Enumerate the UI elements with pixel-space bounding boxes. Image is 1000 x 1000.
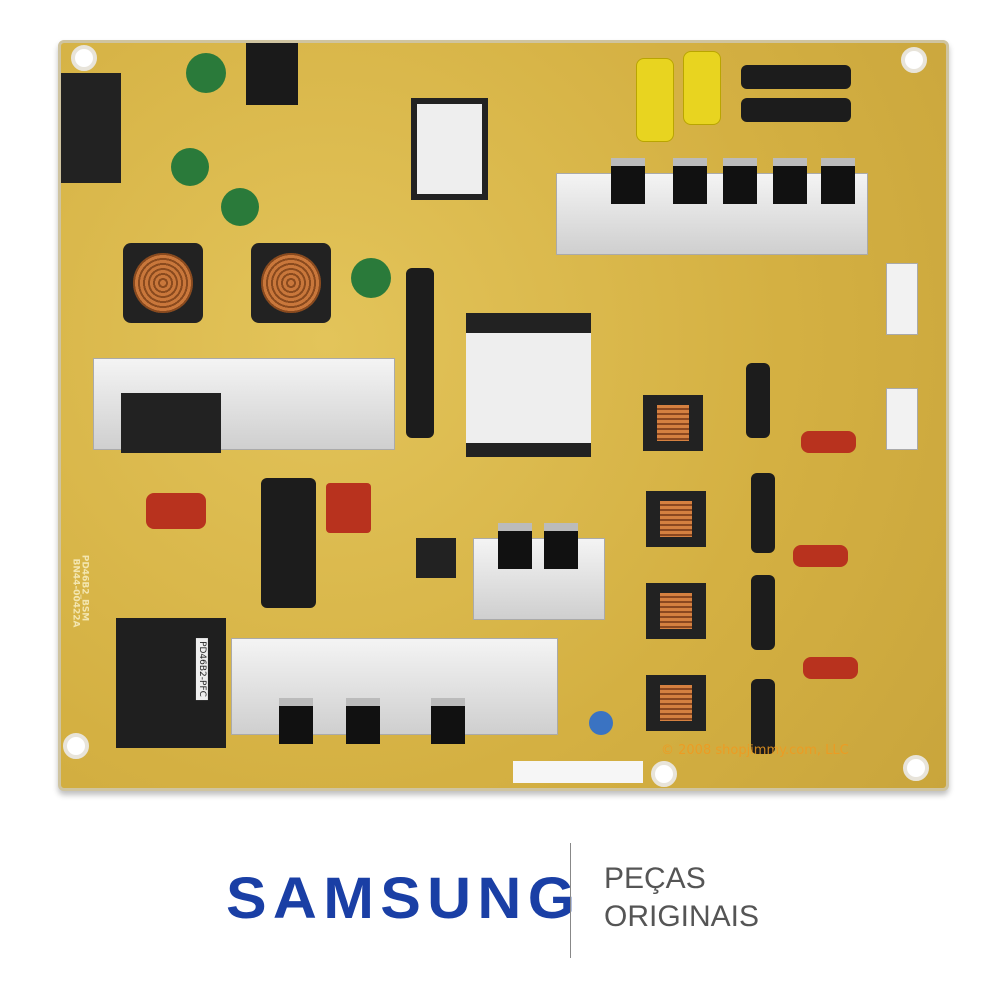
filter-choke: [123, 243, 203, 323]
model-marking: PD46B2_BSM: [79, 554, 90, 622]
divider: [570, 843, 571, 958]
watermark: © 2008 shopjimmy.com, LLC: [661, 743, 849, 758]
mounting-hole: [901, 47, 927, 73]
electrolytic-capacitor: [751, 679, 775, 754]
led-driver-transformer: [646, 491, 706, 547]
inductor: [416, 538, 456, 578]
standby-transformer: [411, 98, 488, 200]
heatsink: [473, 538, 605, 620]
bulk-capacitor: [261, 478, 316, 608]
film-capacitor: [793, 545, 848, 567]
caption-line-1: PEÇAS: [604, 862, 706, 895]
transistor: [431, 698, 465, 744]
power-supply-board: PD46B2-PFC PD46B2_BSM BN44-00422A © 2008…: [58, 40, 949, 791]
main-transformer: [466, 313, 591, 457]
output-connector: [886, 388, 918, 450]
transistor: [773, 158, 807, 204]
led-driver-transformer: [646, 675, 706, 731]
electrolytic-capacitor: [751, 575, 775, 650]
film-capacitor: [683, 51, 721, 125]
varistor: [221, 188, 259, 226]
electrolytic-capacitor: [741, 65, 851, 89]
film-capacitor: [803, 657, 858, 679]
mounting-hole: [71, 45, 97, 71]
transistor: [723, 158, 757, 204]
mounting-hole: [651, 761, 677, 787]
film-capacitor: [326, 483, 371, 533]
output-connector: [886, 263, 918, 335]
electrolytic-capacitor: [741, 98, 851, 122]
ac-connector: [61, 73, 121, 183]
transistor: [544, 523, 578, 569]
transistor: [821, 158, 855, 204]
varistor: [351, 258, 391, 298]
varistor: [171, 148, 209, 186]
transistor: [611, 158, 645, 204]
transistor: [673, 158, 707, 204]
barcode-label: [513, 761, 643, 783]
pfc-inductor: [116, 618, 226, 748]
transformer-marking: PD46B2-PFC: [195, 638, 208, 700]
caption-line-2: ORIGINAIS: [604, 900, 760, 933]
mounting-hole: [903, 755, 929, 781]
transistor: [346, 698, 380, 744]
transistor: [279, 698, 313, 744]
y-capacitor: [589, 711, 613, 735]
varistor: [186, 53, 226, 93]
transistor: [498, 523, 532, 569]
electrolytic-capacitor: [746, 363, 770, 438]
electrolytic-capacitor: [406, 268, 434, 438]
led-driver-transformer: [646, 583, 706, 639]
led-driver-transformer: [643, 395, 703, 451]
mounting-hole: [63, 733, 89, 759]
relay: [246, 43, 298, 105]
samsung-logo: SAMSUNG: [226, 866, 582, 931]
heatsink: [556, 173, 868, 255]
film-capacitor: [636, 58, 674, 142]
electrolytic-capacitor: [751, 473, 775, 553]
bridge-rectifier: [121, 393, 221, 453]
film-capacitor: [146, 493, 206, 529]
film-capacitor: [801, 431, 856, 453]
filter-choke: [251, 243, 331, 323]
part-number-marking: BN44-00422A: [70, 558, 81, 628]
